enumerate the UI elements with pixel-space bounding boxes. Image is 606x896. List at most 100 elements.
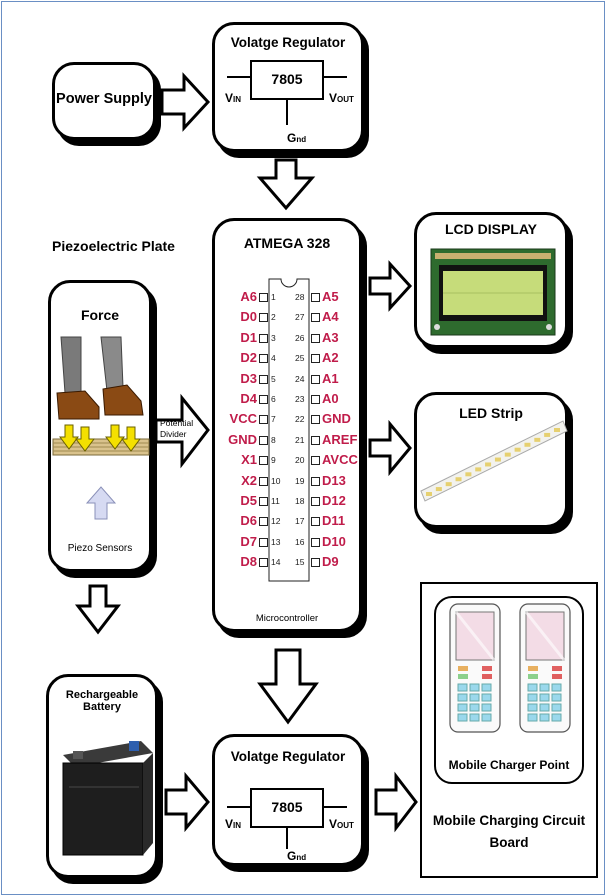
mcu-title: ATMEGA 328 [243,235,331,251]
mcu-pin-right-number: 26 [295,332,305,343]
led-box: LED Strip [414,392,568,528]
mcu-pin-right-pad [311,293,320,302]
phones-illustration [449,603,571,733]
mcu-pin-left-pad [259,476,268,486]
lcd-title: LCD DISPLAY [444,221,538,237]
arrow-regulator-to-charger [374,771,418,833]
regulator-bottom-box: Volatge Regulator 7805 VIN VOUT Gnd [212,734,364,866]
led-chip [445,482,452,487]
mcu-pin-left-pad [259,517,268,527]
mcu-pin-right-number: 17 [295,516,305,527]
mcu-chip-outline [268,278,310,582]
mcu-pin-right-number: 15 [295,557,305,568]
piezo-section-title: Piezoelectric Plate [52,238,175,254]
mcu-pin-right-label: D13 [322,472,346,488]
mcu-pin-right-label: D11 [322,513,346,529]
mcu-pin-left-label: D5 [240,493,257,508]
led-chip [524,442,531,447]
arrow-battery-to-regulator [164,771,210,833]
mcu-pin-right-number: 28 [295,292,305,302]
charger-point-label: Mobile Charger Point [448,758,570,772]
regulator-bottom-symbol [227,788,347,849]
mcu-pin-right-number: 18 [295,496,305,506]
mcu-pin-right-pad [311,558,320,568]
lcd-illustration [430,248,556,336]
led-chip [544,432,551,437]
mcu-pin-left-pad [259,435,268,445]
mcu-pin-left-pad [259,354,268,364]
mcu-pin-left-label: A6 [240,289,257,304]
mcu-pin-left-label: D7 [240,533,257,549]
mcu-pin-left-label: D8 [240,554,257,570]
mcu-pin-right-pad [311,374,320,384]
mcu-pin-right-pad [311,415,320,425]
mcu-pin-left-number: 10 [271,475,281,486]
mcu-pin-left-pad [259,374,268,384]
mcu-pin-left-number: 5 [271,373,276,384]
led-chip [514,447,521,452]
arrow-regulator-to-mcu [256,158,316,211]
arrow-mcu-to-regulator [257,648,319,725]
mcu-pin-right-label: A3 [322,329,339,345]
battery-title: Rechargeable Battery [65,689,139,713]
regulator-bottom-chip: 7805 [271,799,303,815]
mcu-pin-left-number: 7 [271,414,276,425]
led-title: LED Strip [459,405,523,421]
battery-illustration [62,741,153,856]
mcu-pin-right-number: 23 [295,394,305,404]
led-chip [465,472,472,477]
piezo-box: Force Piezo Sensors [48,280,152,572]
regulator-top-vin: VIN [225,91,242,105]
mcu-pin-left-number: 11 [271,496,280,506]
mcu-pin-right-number: 25 [295,353,305,364]
piezo-sensors-label: Piezo Sensors [67,543,133,554]
mcu-pin-right-label: A5 [322,289,339,304]
mcu-pin-right-label: D9 [322,554,339,570]
regulator-top-symbol [227,60,347,125]
charger-point-box: Mobile Charger Point [434,596,584,784]
potential-divider-label: Potential Divider [160,418,194,439]
led-chip [475,467,482,472]
mcu-pin-left-pad [259,313,268,323]
mcu-pin-right-number: 20 [295,455,305,466]
led-chip [435,487,442,492]
mcu-pin-left-label: D6 [240,513,257,529]
mcu-pin-left-pad [259,558,268,568]
mcu-pin-right-label: A0 [322,391,339,406]
arrow-mcu-to-led [368,419,412,477]
led-chip [485,462,492,467]
regulator-bottom-vout: VOUT [329,817,354,831]
mcu-pin-left-pad [259,456,268,466]
led-strip-illustration [420,420,568,502]
regulator-top-gnd: Gnd [287,131,307,145]
regulator-top-title: Volatge Regulator [230,35,346,50]
mcu-pin-right-pad [311,435,320,445]
led-chip [426,492,432,496]
mcu-caption: Microcontroller [255,613,319,624]
mcu-pin-right-label: A1 [322,370,339,386]
mcu-pin-left-pad [259,537,268,547]
mcu-pin-right-label: GND [322,411,351,427]
led-chip [554,428,560,432]
mcu-pin-right-number: 16 [295,536,305,547]
mcu-pin-left-pad [259,497,268,506]
power-supply-label: Power Supply [56,91,152,107]
mcu-pin-left-number: 2 [271,312,276,323]
mcu-pin-right-pad [311,517,320,527]
mcu-pin-left-pad [259,395,268,404]
piezo-force-label: Force [80,307,120,323]
mcu-pin-left-number: 9 [271,455,276,466]
mcu-pin-left-number: 12 [271,516,281,527]
regulator-top-box: Volatge Regulator 7805 VIN VOUT Gnd [212,22,364,152]
mcu-pin-left-label: X2 [241,472,257,488]
mcu-pin-right-label: AVCC [322,452,358,468]
arrow-piezo-to-battery [74,584,122,635]
mcu-pin-left-number: 6 [271,394,276,404]
arrow-mcu-to-lcd [368,260,413,312]
charging-board-box: Mobile Charger Point Mobile Charging Cir… [420,582,598,878]
mcu-pin-right-label: A2 [322,350,339,366]
mcu-pin-left-pad [259,293,268,302]
